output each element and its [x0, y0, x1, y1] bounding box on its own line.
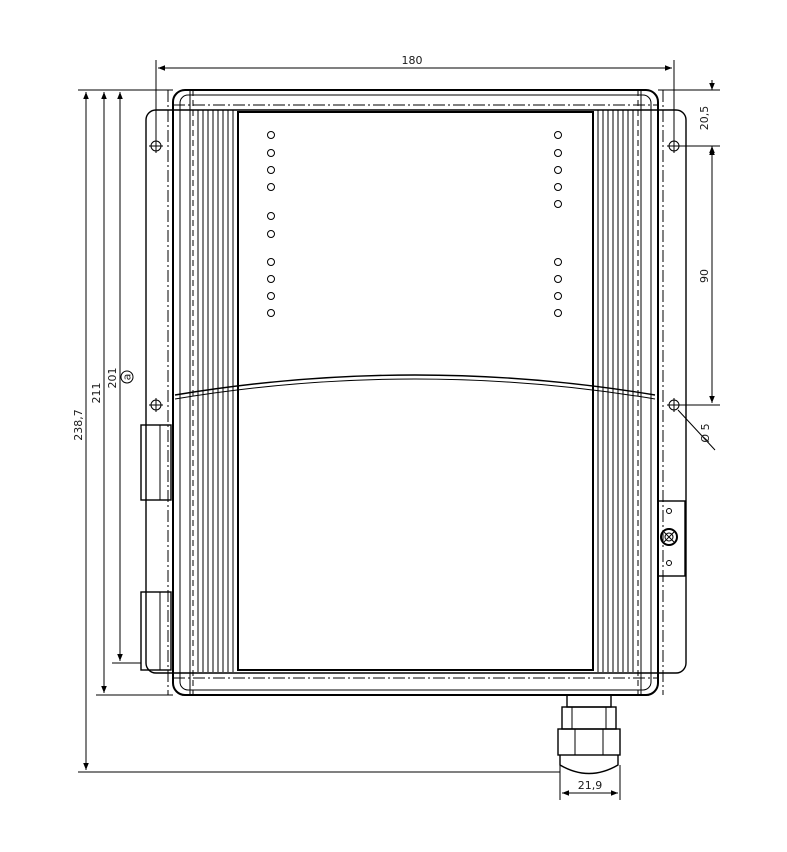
label-211: 211 — [90, 383, 103, 404]
led-indicators-right — [555, 132, 562, 317]
front-panel — [175, 112, 655, 670]
dimension-180 — [156, 60, 674, 140]
label-diameter: Ø 5 — [699, 423, 712, 442]
label-21-9: 21,9 — [578, 779, 603, 792]
label-201: 201 — [106, 368, 119, 389]
label-a: a — [121, 374, 134, 381]
mounting-holes — [149, 139, 681, 412]
dimension-211 — [96, 92, 173, 695]
label-20-5: 20,5 — [698, 106, 711, 131]
cable-gland — [558, 695, 620, 774]
led-indicators-left — [268, 132, 275, 317]
label-238-7: 238,7 — [72, 409, 85, 441]
label-90: 90 — [698, 269, 711, 283]
label-180: 180 — [402, 54, 423, 67]
housing-body — [168, 90, 663, 695]
ground-terminal — [658, 501, 685, 576]
